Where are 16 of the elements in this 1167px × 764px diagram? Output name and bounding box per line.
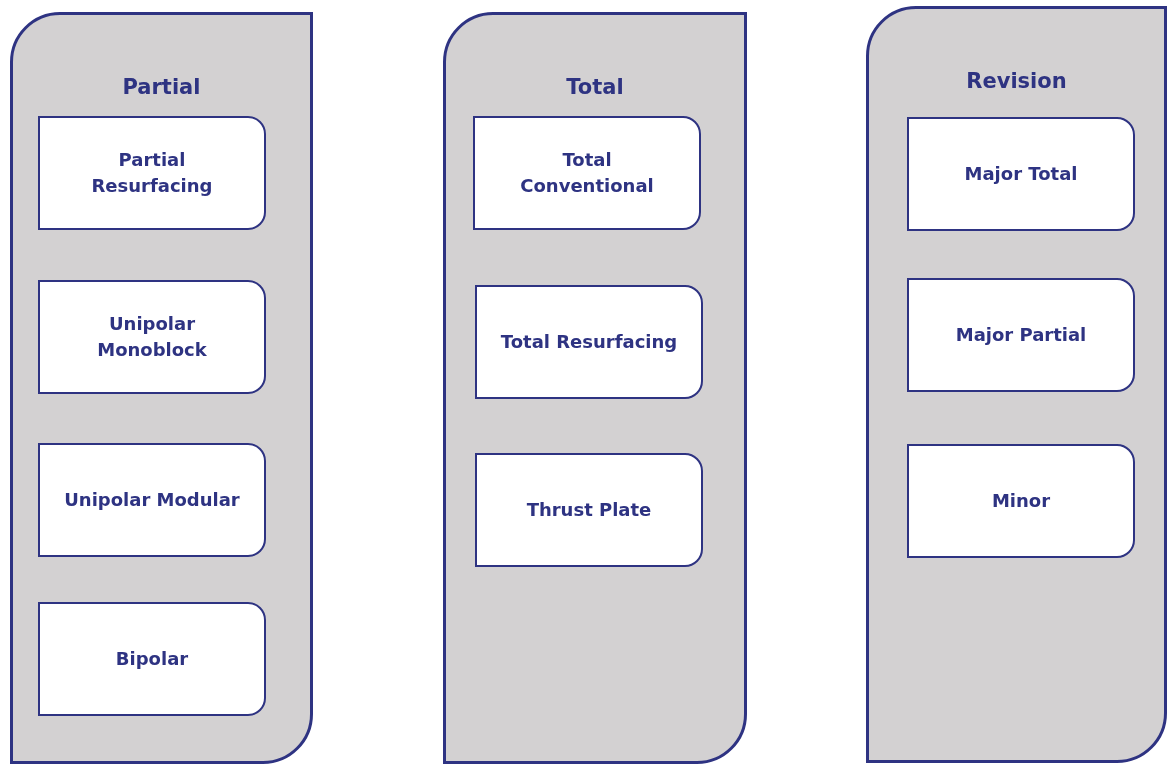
type-card: Minor bbox=[907, 444, 1135, 558]
type-card: Total Resurfacing bbox=[475, 285, 703, 399]
type-card: Major Total bbox=[907, 117, 1135, 231]
category-panel bbox=[866, 6, 1167, 763]
type-card: Bipolar bbox=[38, 602, 266, 716]
category-panel bbox=[10, 12, 313, 764]
panel-heading: Total bbox=[566, 75, 624, 99]
type-card: Thrust Plate bbox=[475, 453, 703, 567]
type-card: Unipolar Modular bbox=[38, 443, 266, 557]
panel-heading: Partial bbox=[122, 75, 201, 99]
panel-heading: Revision bbox=[966, 69, 1067, 93]
type-card: Unipolar Monoblock bbox=[38, 280, 266, 394]
type-card: Total Conventional bbox=[473, 116, 701, 230]
category-panel bbox=[443, 12, 747, 764]
type-card: Major Partial bbox=[907, 278, 1135, 392]
type-card: Partial Resurfacing bbox=[38, 116, 266, 230]
